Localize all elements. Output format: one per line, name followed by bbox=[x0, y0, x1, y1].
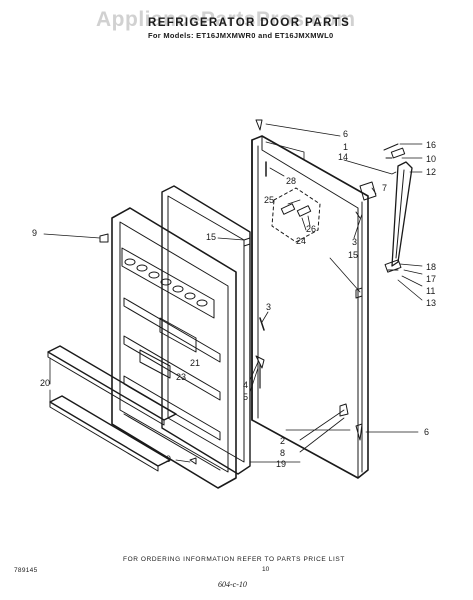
callout-19: 19 bbox=[276, 459, 287, 469]
door-shelf-bars bbox=[47, 345, 177, 472]
callout-3-lower: 3 bbox=[266, 302, 272, 312]
inner-door-liner bbox=[111, 207, 237, 489]
callout-20: 20 bbox=[40, 378, 51, 388]
stop-screw bbox=[355, 211, 361, 219]
callout-6-bottom: 6 bbox=[424, 427, 430, 437]
diagram-part-number: 789145 bbox=[14, 567, 38, 574]
callout-2: 2 bbox=[280, 436, 286, 446]
egg-cups bbox=[124, 258, 208, 307]
callout-24: 24 bbox=[296, 236, 307, 246]
callout-16: 16 bbox=[426, 140, 437, 150]
callout-25: 25 bbox=[264, 195, 275, 205]
callout-4: 4 bbox=[243, 380, 249, 390]
callout-26: 26 bbox=[306, 224, 317, 234]
callout-15-right: 15 bbox=[348, 250, 359, 260]
callout-9-left: 9 bbox=[32, 228, 38, 238]
callout-1: 1 bbox=[343, 142, 349, 152]
callout-6-top: 6 bbox=[343, 129, 349, 139]
callout-3-upper: 3 bbox=[352, 237, 358, 247]
callout-23: 23 bbox=[176, 372, 187, 382]
leader-lines bbox=[43, 123, 423, 463]
hardware-screws bbox=[99, 119, 399, 465]
callout-8: 8 bbox=[280, 448, 286, 458]
ordering-information-note: FOR ORDERING INFORMATION REFER TO PARTS … bbox=[123, 556, 345, 563]
callout-17: 17 bbox=[426, 274, 437, 284]
callout-11: 11 bbox=[426, 286, 436, 296]
page-code: 10 bbox=[262, 566, 270, 573]
door-gasket bbox=[161, 185, 251, 475]
callout-18: 18 bbox=[426, 262, 437, 272]
watermark-logo: AppliancePartsPros.com bbox=[96, 8, 356, 31]
diagram-title: REFRIGERATOR DOOR PARTS bbox=[148, 17, 351, 29]
door-stop bbox=[359, 181, 377, 201]
callout-28: 28 bbox=[286, 176, 297, 186]
callout-13: 13 bbox=[426, 298, 437, 308]
callout-14: 14 bbox=[338, 152, 349, 162]
callout-5: 5 bbox=[243, 392, 249, 402]
callout-21: 21 bbox=[190, 358, 201, 368]
callout-15-left: 15 bbox=[206, 232, 217, 242]
diagram-subtitle: For Models: ET16JMXMWR0 and ET16JMXMWL0 bbox=[148, 31, 334, 40]
callout-12: 12 bbox=[426, 167, 437, 177]
callout-10: 10 bbox=[426, 154, 437, 164]
hinge-spring-bracket bbox=[384, 147, 413, 273]
callout-9-bottom: 9 bbox=[166, 454, 172, 464]
handwritten-code: 604-c-10 bbox=[218, 580, 247, 589]
callout-7: 7 bbox=[382, 183, 388, 193]
butter-compartment-parts bbox=[271, 187, 321, 243]
